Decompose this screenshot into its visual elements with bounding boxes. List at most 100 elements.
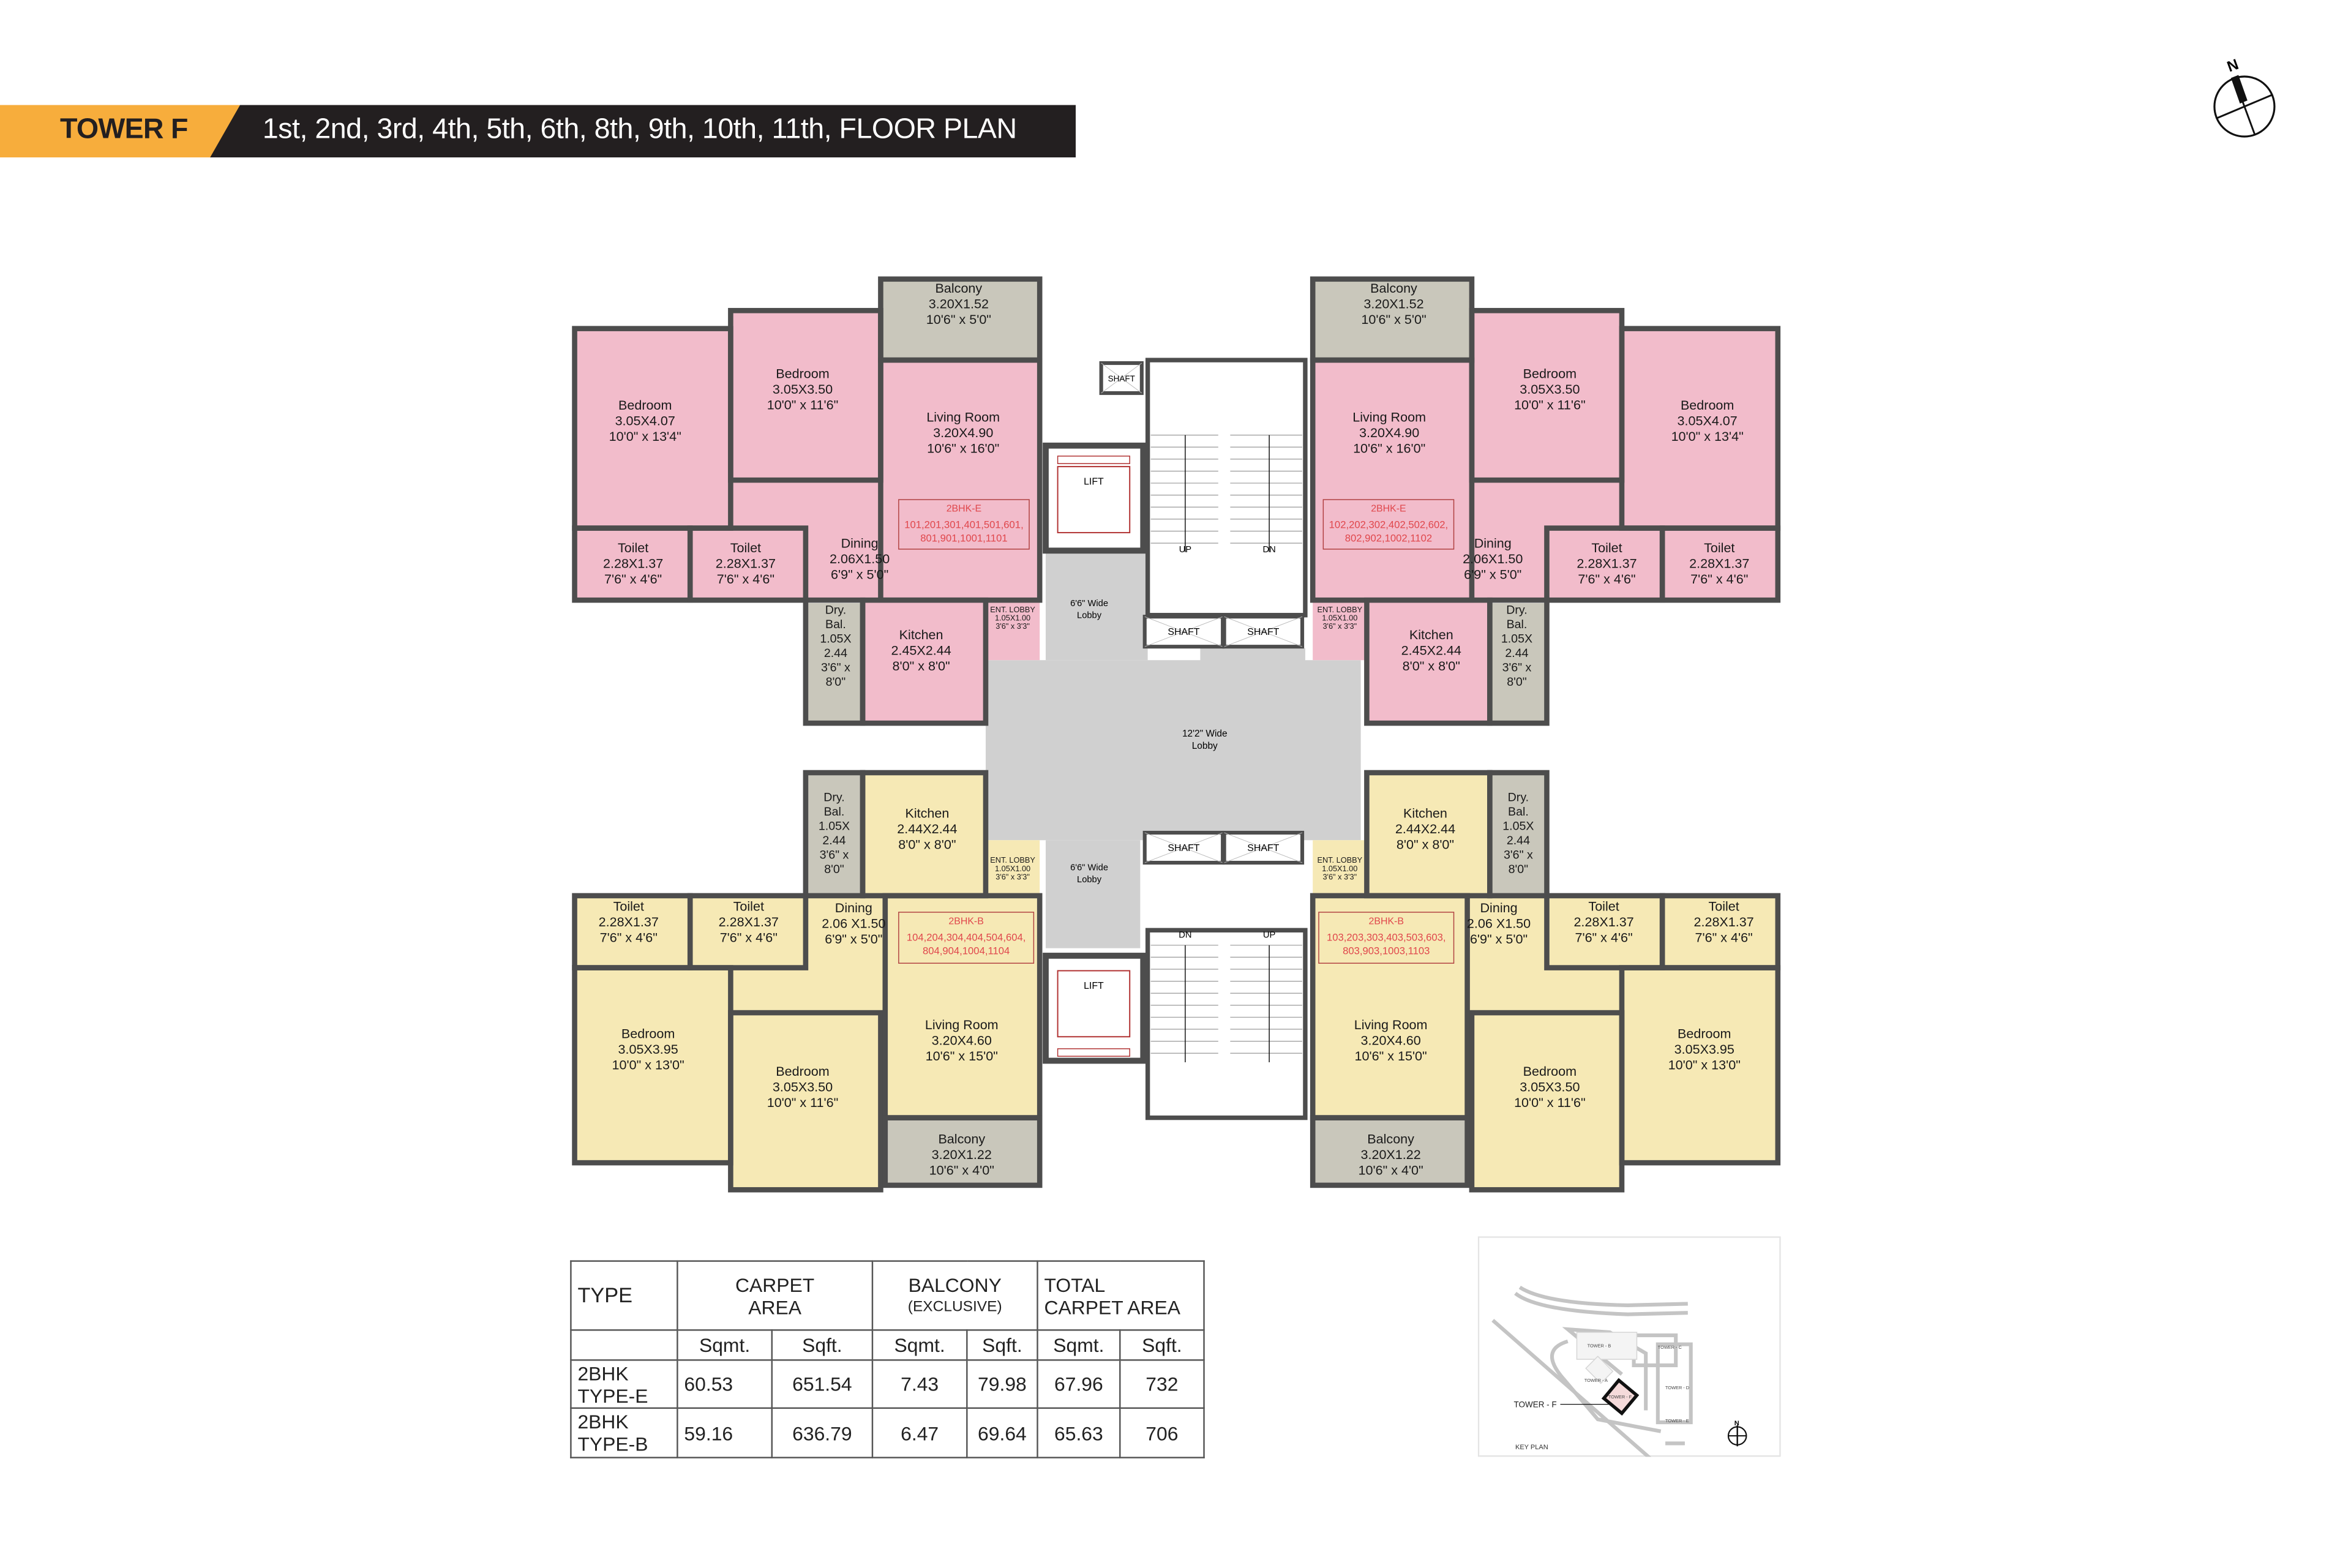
cell-value: 69.64 <box>966 1407 1038 1458</box>
shaft-label: SHAFT <box>1108 374 1135 383</box>
lift: LIFT <box>1043 953 1147 1064</box>
room-fill <box>574 967 731 1163</box>
room-fill <box>985 600 1040 661</box>
cell-value: 636.79 <box>771 1407 874 1458</box>
key-plan: TOWER - F TOWER - A TOWER - B TOWER - C … <box>1477 1236 1781 1457</box>
room-label: Toilet <box>730 540 761 555</box>
stair-wall <box>1145 928 1308 1120</box>
room-label: 8'0" <box>824 863 844 876</box>
room-label: 10'6" x 5'0" <box>1361 312 1426 327</box>
room-label: Toilet <box>1588 898 1619 913</box>
room-label: 3'6" x <box>821 661 850 674</box>
stair-up-label: UP <box>1179 545 1192 555</box>
room-label: Living Room <box>1354 1017 1428 1032</box>
key-plan-highlight-label: TOWER - F <box>1514 1400 1557 1409</box>
lift: LIFT <box>1043 442 1147 554</box>
unit-numbers: 103,203,303,403,503,603, <box>1327 931 1446 943</box>
room-label: 2.44 <box>1505 647 1528 660</box>
room-label: 3.20X1.52 <box>929 296 989 311</box>
key-plan-title: KEY PLAN <box>1515 1444 1548 1451</box>
room-label: Bedroom <box>1678 1026 1731 1041</box>
header-total-line1: TOTAL <box>1044 1273 1106 1296</box>
wall <box>878 276 1043 363</box>
room-label: 7'6" x 4'6" <box>1695 929 1753 945</box>
room-label: 10'0" x 11'6" <box>767 397 839 412</box>
room-label: 3.20X4.90 <box>933 425 993 440</box>
room-fill <box>985 840 1040 896</box>
unit-label: Sqft. <box>966 1329 1038 1361</box>
cell-value: 732 <box>1119 1359 1205 1409</box>
room-label: 2.06X1.50 <box>1463 551 1523 566</box>
unit-numbers: 101,201,301,401,501,601, <box>904 519 1024 531</box>
key-plan-tower-label: TOWER - B <box>1588 1343 1611 1349</box>
unit-tag-box <box>898 912 1035 964</box>
room-label: 6'9" x 5'0" <box>831 566 888 582</box>
room-label: 3'6" x 3'3" <box>996 621 1030 631</box>
shaft: SHAFT <box>1222 615 1305 649</box>
room-label: Balcony <box>936 280 983 296</box>
room-label: 2.44X2.44 <box>1395 821 1455 836</box>
cell-value: 651.54 <box>771 1359 874 1409</box>
room-label: Bedroom <box>621 1026 675 1041</box>
header-balcony: BALCONY(EXCLUSIVE) <box>871 1260 1038 1331</box>
cell-value: 60.53 <box>677 1359 773 1409</box>
room-label: Bedroom <box>1523 1063 1577 1079</box>
room-label: 10'0" x 11'6" <box>1514 397 1586 412</box>
room-label: 3.20X4.60 <box>932 1033 992 1048</box>
wall <box>1310 1115 1470 1188</box>
units-blank <box>570 1329 678 1361</box>
room-fill <box>1367 600 1490 724</box>
room-label: Bal. <box>1508 805 1529 819</box>
room-label: 3.20X1.52 <box>1363 296 1423 311</box>
row-type-line2: TYPE-B <box>577 1433 648 1455</box>
room-label: 10'6" x 15'0" <box>1355 1048 1427 1063</box>
shaft-label: SHAFT <box>1168 843 1199 853</box>
room-fill <box>1471 310 1622 332</box>
shaft: SHAFT <box>1142 830 1225 865</box>
room-label: 7'6" x 4'6" <box>720 929 778 945</box>
room-label: 3.05X3.95 <box>618 1041 678 1057</box>
room-label: 6'9" x 5'0" <box>1470 931 1528 947</box>
room-label: Living Room <box>1352 410 1426 425</box>
room-label: Bedroom <box>776 1063 829 1079</box>
key-plan-tower-label: TOWER - A <box>1584 1378 1608 1383</box>
wall <box>1364 597 1493 726</box>
unit-tag-box <box>1322 499 1455 550</box>
shaft-cross <box>1224 832 1303 863</box>
room-label: 2.45X2.44 <box>1401 642 1461 658</box>
room-fill <box>1313 840 1367 896</box>
room-label: 10'6" x 5'0" <box>926 312 991 327</box>
room-label: 10'0" x 13'0" <box>1668 1057 1741 1073</box>
row-type-line1: 2BHK <box>577 1361 629 1384</box>
cell-value: 6.47 <box>871 1407 968 1458</box>
room-label: 2.28X1.37 <box>1577 555 1637 571</box>
stair-down-label: DN <box>1263 545 1276 555</box>
room-label: 1.05X1.00 <box>1322 864 1357 873</box>
shaft-cross <box>1144 832 1223 863</box>
header-carpet-line1: CARPET <box>735 1273 815 1296</box>
room-label: Living Room <box>926 410 1000 425</box>
room-fill <box>1313 600 1367 661</box>
room-label: Bal. <box>1507 618 1528 631</box>
row-type-line1: 2BHK <box>577 1410 629 1433</box>
stair-down-label: DN <box>1179 931 1191 940</box>
lobby-label: 12'2" Wide <box>1182 729 1228 739</box>
